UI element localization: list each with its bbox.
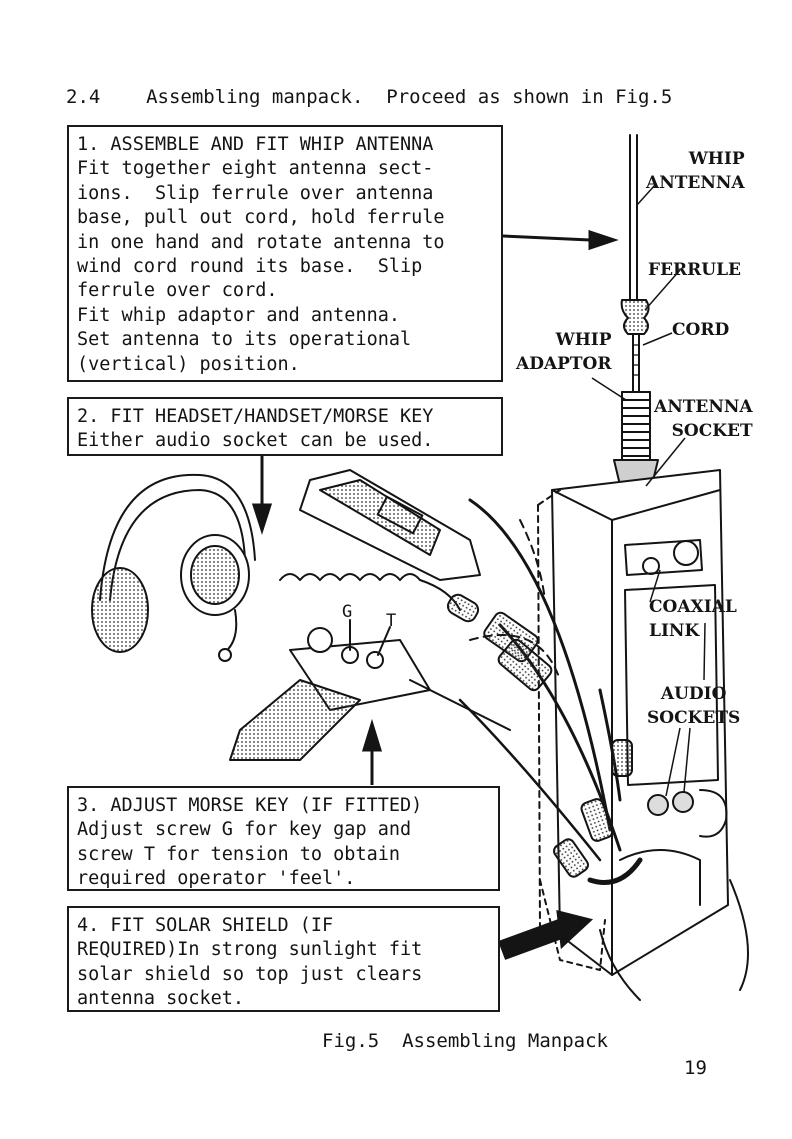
label-audio-sockets: AUDIO SOCKETS — [647, 684, 741, 728]
step-1-line: Set antenna to its operational — [77, 329, 412, 351]
step-1-box: 1. ASSEMBLE AND FIT WHIP ANTENNA Fit tog… — [67, 125, 503, 382]
step-4-box: 4. FIT SOLAR SHIELD (IF REQUIRED)In stro… — [67, 906, 500, 1012]
step-3-line: 3. ADJUST MORSE KEY (IF FITTED) — [77, 795, 423, 816]
step-3-box: 3. ADJUST MORSE KEY (IF FITTED) Adjust s… — [67, 786, 500, 891]
page-number: 19 — [684, 1057, 707, 1079]
step-1-line: ferrule over cord. — [77, 280, 278, 302]
label-whip-antenna: WHIP ANTENNA — [646, 149, 745, 193]
step-1-line: in one hand and rotate antenna to — [77, 231, 445, 253]
step-4-line: REQUIRED)In strong sunlight fit — [77, 939, 423, 961]
step-1-line: wind cord round its base. Slip — [77, 256, 423, 278]
label-ferrule: FERRULE — [648, 260, 742, 280]
step-4-line: solar shield so top just clears — [77, 963, 423, 985]
step-4-line: 4. FIT SOLAR SHIELD (IF — [77, 915, 334, 936]
step-1-line: Fit whip adaptor and antenna. — [77, 304, 401, 326]
step-1-line: 1. ASSEMBLE AND FIT WHIP ANTENNA — [77, 134, 434, 155]
section-heading: 2.4 Assembling manpack. Proceed as shown… — [66, 86, 673, 108]
headset — [91, 473, 480, 662]
step-2-box: 2. FIT HEADSET/HANDSET/MORSE KEY Either … — [67, 397, 503, 456]
step-1-line: Fit together eight antenna sect- — [77, 158, 434, 180]
step-1-line: (vertical) position. — [77, 353, 300, 375]
whip-antenna — [620, 134, 650, 393]
step-1-line: base, pull out cord, hold ferrule — [77, 207, 445, 229]
label-screw-g: G — [342, 602, 353, 622]
label-coaxial-link: COAXIAL LINK — [649, 597, 737, 641]
step-3-line: screw T for tension to obtain — [77, 843, 401, 865]
whip-adaptor — [613, 391, 659, 486]
step-2-line: 2. FIT HEADSET/HANDSET/MORSE KEY — [77, 406, 434, 427]
step-2-line: Either audio socket can be used. — [77, 430, 434, 452]
figure-caption: Fig.5 Assembling Manpack — [322, 1030, 608, 1052]
label-whip-adaptor: WHIP ADAPTOR — [516, 330, 612, 374]
step-3-line: required operator 'feel'. — [77, 868, 356, 890]
label-antenna-socket: ANTENNA SOCKET — [654, 397, 753, 441]
step-4-line: antenna socket. — [77, 988, 245, 1010]
morse-key — [229, 619, 511, 761]
step-1-line: ions. Slip ferrule over antenna — [77, 182, 434, 204]
label-cord: CORD — [672, 320, 730, 340]
step-3-line: Adjust screw G for key gap and — [77, 819, 412, 841]
label-screw-t: T — [386, 611, 397, 631]
handset — [299, 469, 481, 581]
